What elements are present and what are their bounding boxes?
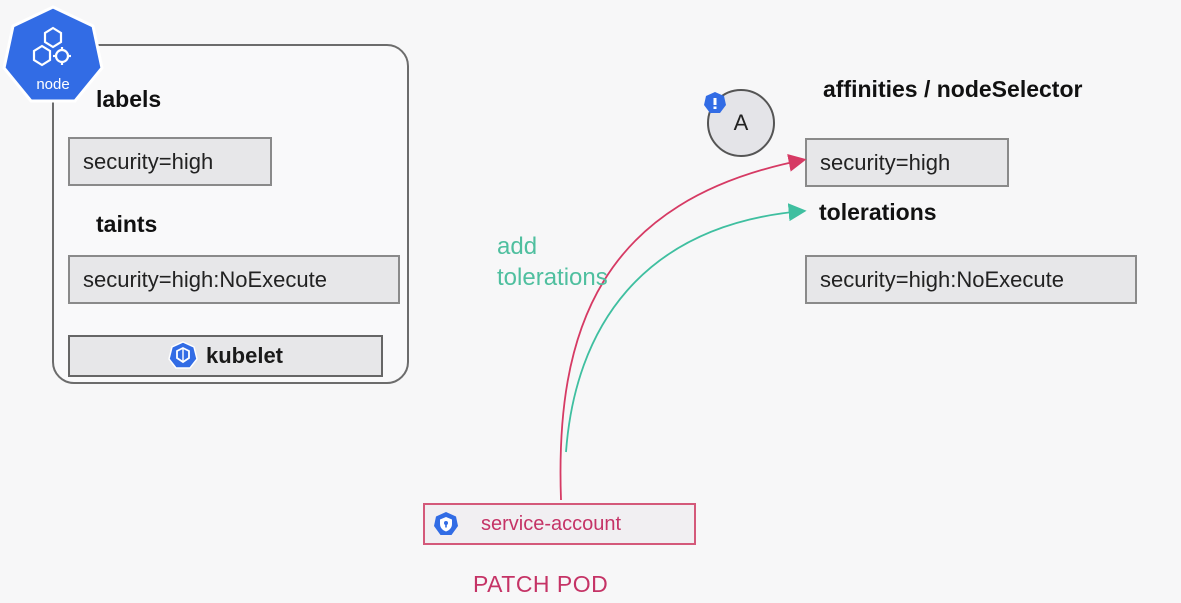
kubernetes-kubelet-icon (168, 341, 198, 369)
service-account-box: service-account (423, 503, 696, 545)
kubelet-label: kubelet (205, 343, 284, 368)
service-account-shield-icon (434, 512, 458, 535)
taints-heading: taints (96, 211, 158, 237)
patch-pod-label: PATCH POD (473, 571, 609, 597)
toleration-arrow (565, 203, 807, 453)
pod-toleration-value: security=high:NoExecute (805, 255, 1137, 304)
affinity-arrow (559, 153, 807, 501)
labels-heading: labels (96, 86, 162, 112)
add-tolerations-line1: add (497, 233, 538, 260)
pod-letter: A (733, 110, 749, 135)
tolerations-heading: tolerations (819, 199, 937, 225)
node-card (52, 44, 409, 384)
service-account-label: service-account (481, 512, 622, 535)
pod-badge-icon (704, 92, 726, 113)
pod-selector-value: security=high (805, 138, 1009, 187)
node-label-value: security=high (68, 137, 272, 186)
kubernetes-node-icon: node (2, 5, 104, 103)
kubelet-box: kubelet (68, 335, 383, 377)
node-badge-label: node (36, 76, 69, 93)
node-taint-value: security=high:NoExecute (68, 255, 400, 304)
add-tolerations-note: add tolerations (497, 231, 608, 293)
affinities-heading: affinities / nodeSelector (823, 76, 1083, 102)
add-tolerations-line2: tolerations (497, 264, 608, 291)
pod-circle: A (707, 89, 775, 157)
